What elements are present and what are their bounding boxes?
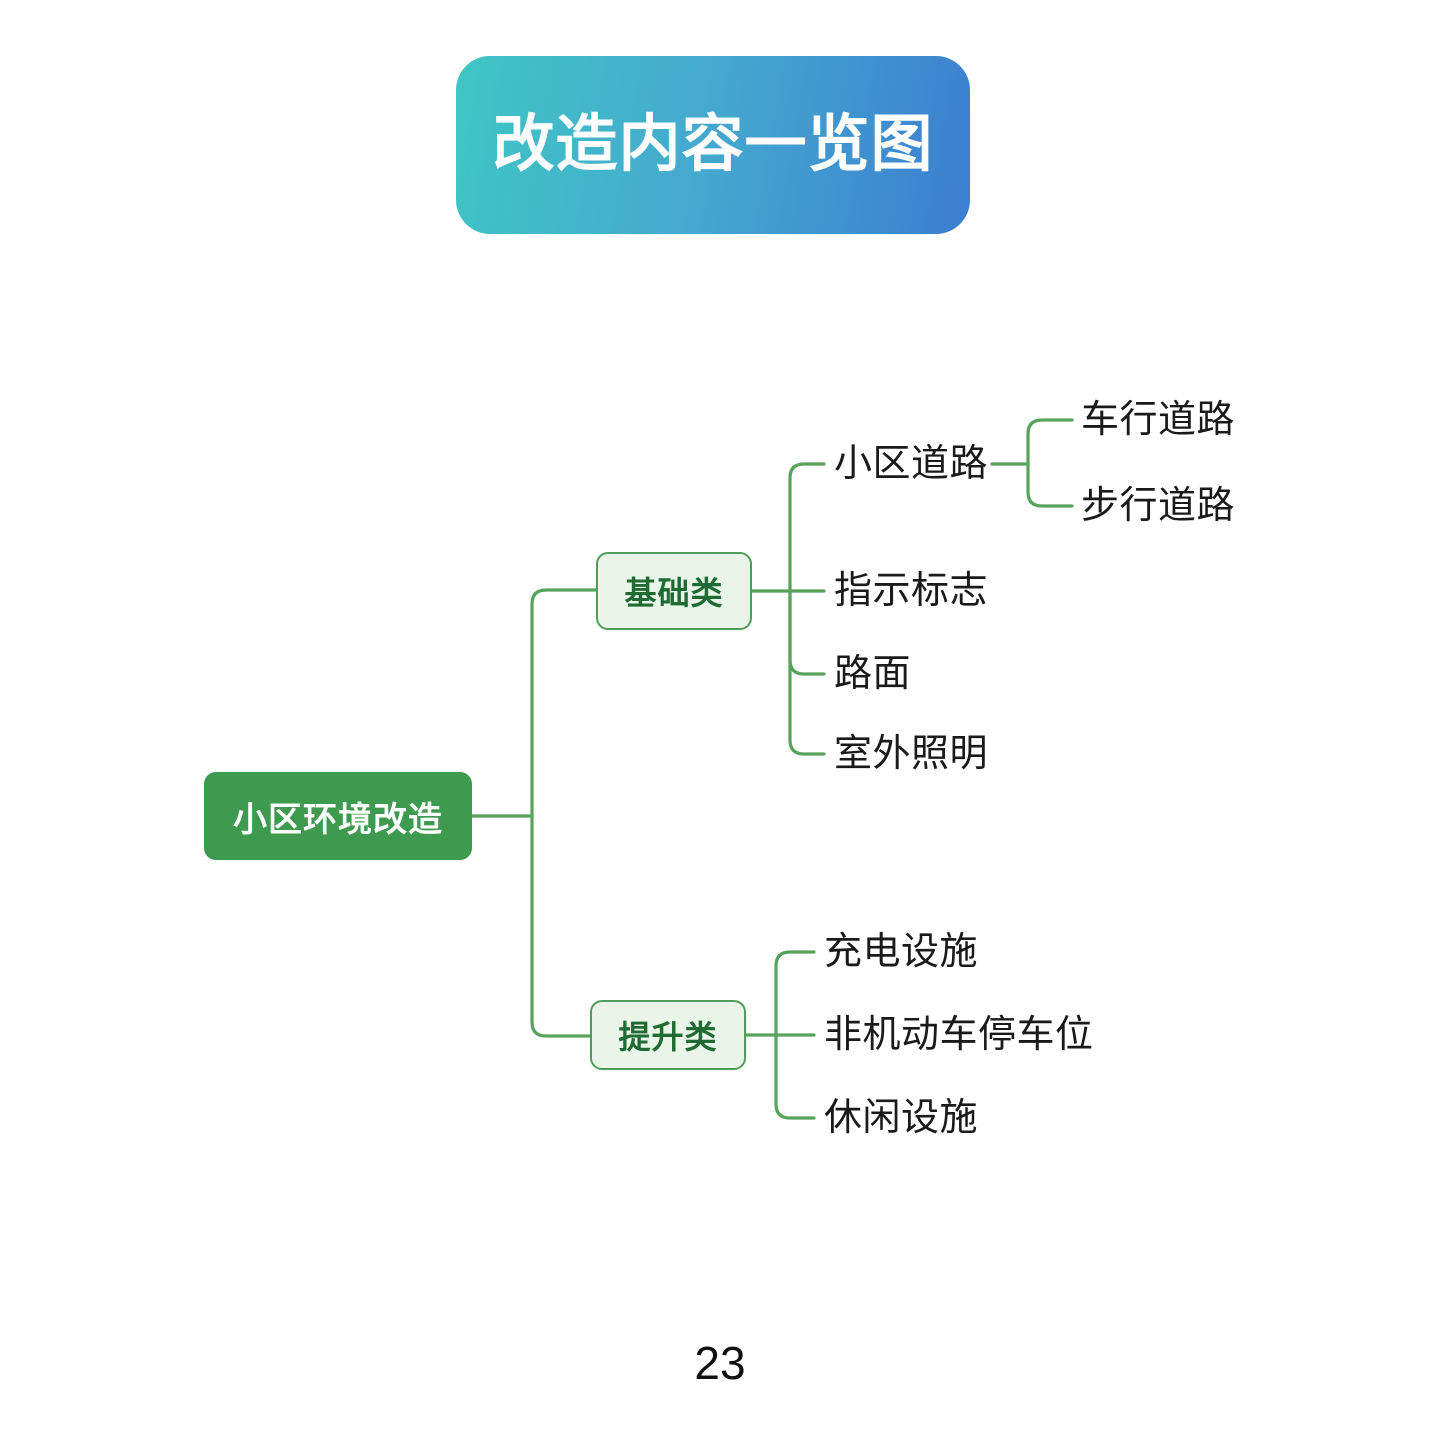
connector-cat0-child-0 [788,462,826,593]
mindmap-node-category-basic[interactable]: 基础类 [596,552,752,630]
category-label: 基础类 [624,575,724,611]
connector-cat1-child-2 [774,1033,816,1120]
mindmap-node-root[interactable]: 小区环境改造 [204,772,472,860]
mindmap-subleaf-pedestrian-road[interactable]: 步行道路 [1081,485,1236,527]
title-banner: 改造内容一览图 [456,56,970,234]
mindmap-node-category-upgrade[interactable]: 提升类 [590,1000,746,1070]
mindmap-leaf-community-road[interactable]: 小区道路 [834,443,989,485]
mindmap-leaf-outdoor-lighting[interactable]: 室外照明 [834,733,989,775]
mindmap-leaf-charging-facility[interactable]: 充电设施 [824,931,979,973]
mindmap-leaf-pavement[interactable]: 路面 [834,653,912,695]
mindmap-leaf-bicycle-parking[interactable]: 非机动车停车位 [824,1014,1094,1056]
connector-cat1-child-0 [774,950,816,1037]
mindmap-leaf-leisure-facility[interactable]: 休闲设施 [824,1097,979,1139]
mindmap-subleaf-vehicle-road[interactable]: 车行道路 [1081,399,1236,441]
connector-cat0-child-3 [788,589,826,756]
page-number: 23 [694,1337,746,1389]
page-title: 改造内容一览图 [492,110,934,179]
connector-root-to-cat-0 [530,588,598,818]
mindmap-leaf-signage[interactable]: 指示标志 [834,570,989,612]
connector-subroad-child-1 [1026,462,1074,508]
connector-subroad-child-0 [1026,418,1074,466]
root-node-label: 小区环境改造 [233,800,443,839]
category-label: 提升类 [618,1019,718,1055]
connector-cat0-child-2 [788,589,826,676]
connector-root-to-cat-1 [530,814,592,1038]
